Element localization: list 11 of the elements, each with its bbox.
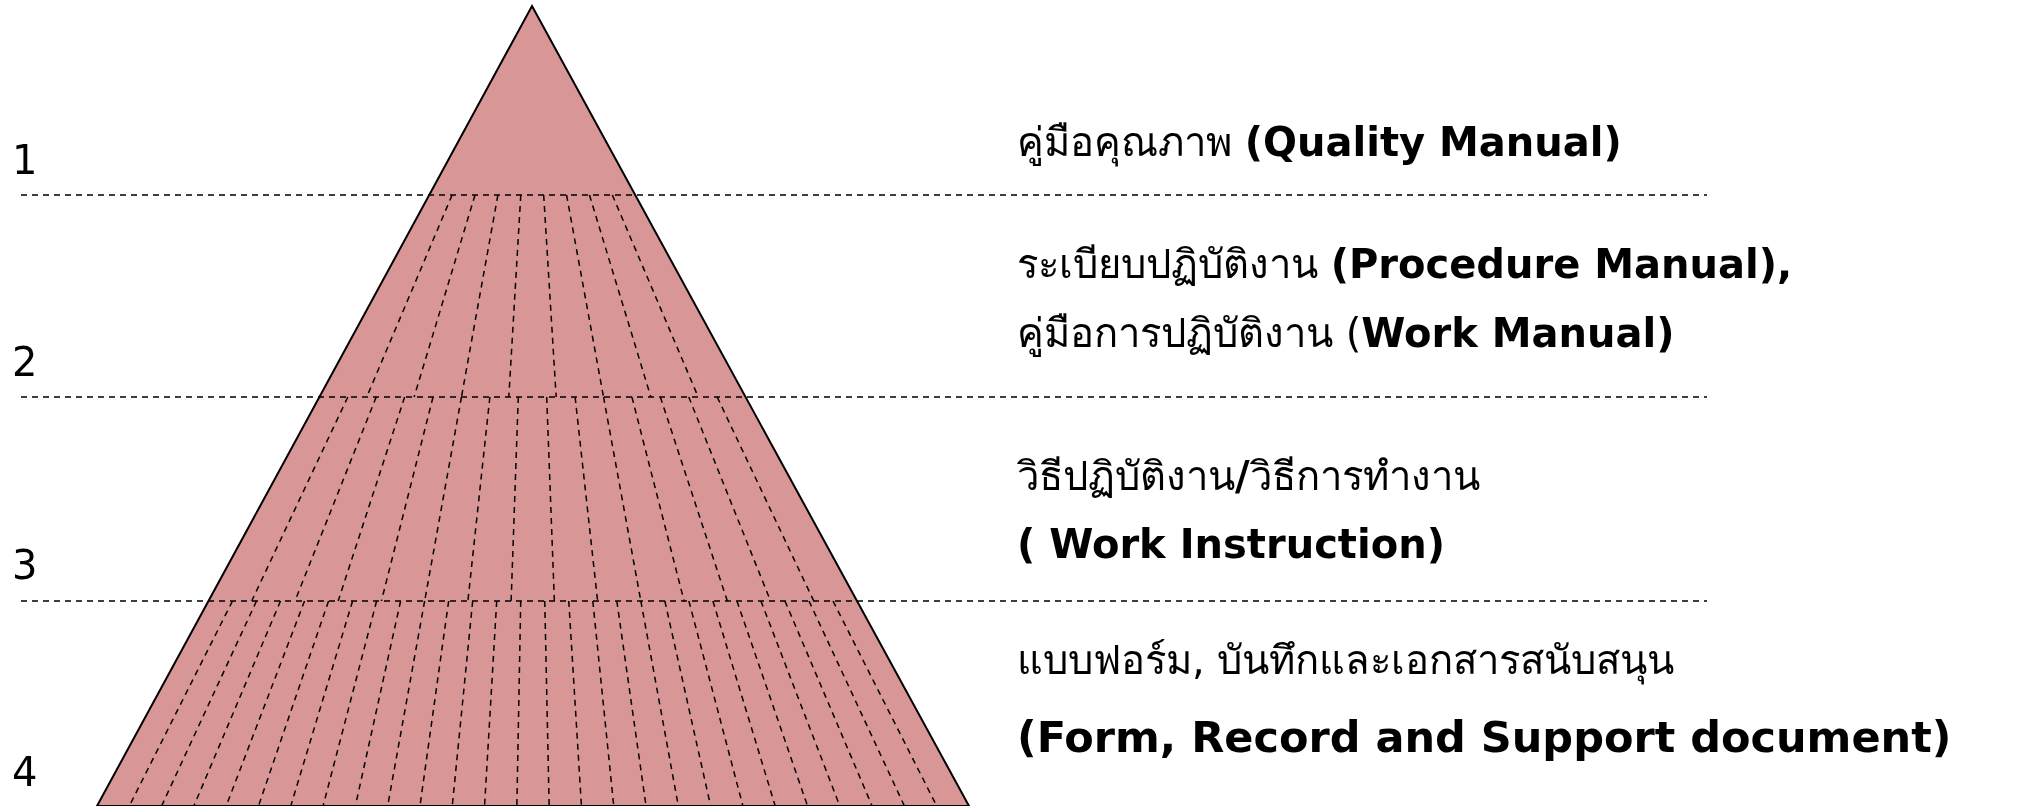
tier-label: (Form, Record and Support document) — [1017, 712, 1952, 764]
tier-label: คู่มือการปฏิบัติงาน (Work Manual) — [1017, 309, 1675, 357]
tier-number: 4 — [12, 748, 38, 796]
tier-number: 1 — [12, 136, 38, 184]
tier-label: วิธีปฏิบัติงาน/วิธีการทำงาน — [1017, 452, 1480, 500]
tier-label: ระเบียบปฏิบัติงาน (Procedure Manual), — [1017, 240, 1793, 288]
tier-label: คู่มือคุณภาพ (Quality Manual) — [1017, 118, 1622, 166]
tier-number: 2 — [12, 338, 38, 386]
tier-number: 3 — [12, 541, 38, 589]
tier-label: ( Work Instruction) — [1017, 520, 1445, 568]
tier-label: แบบฟอร์ม, บันทึกและเอกสารสนับสนุน — [1017, 636, 1675, 684]
